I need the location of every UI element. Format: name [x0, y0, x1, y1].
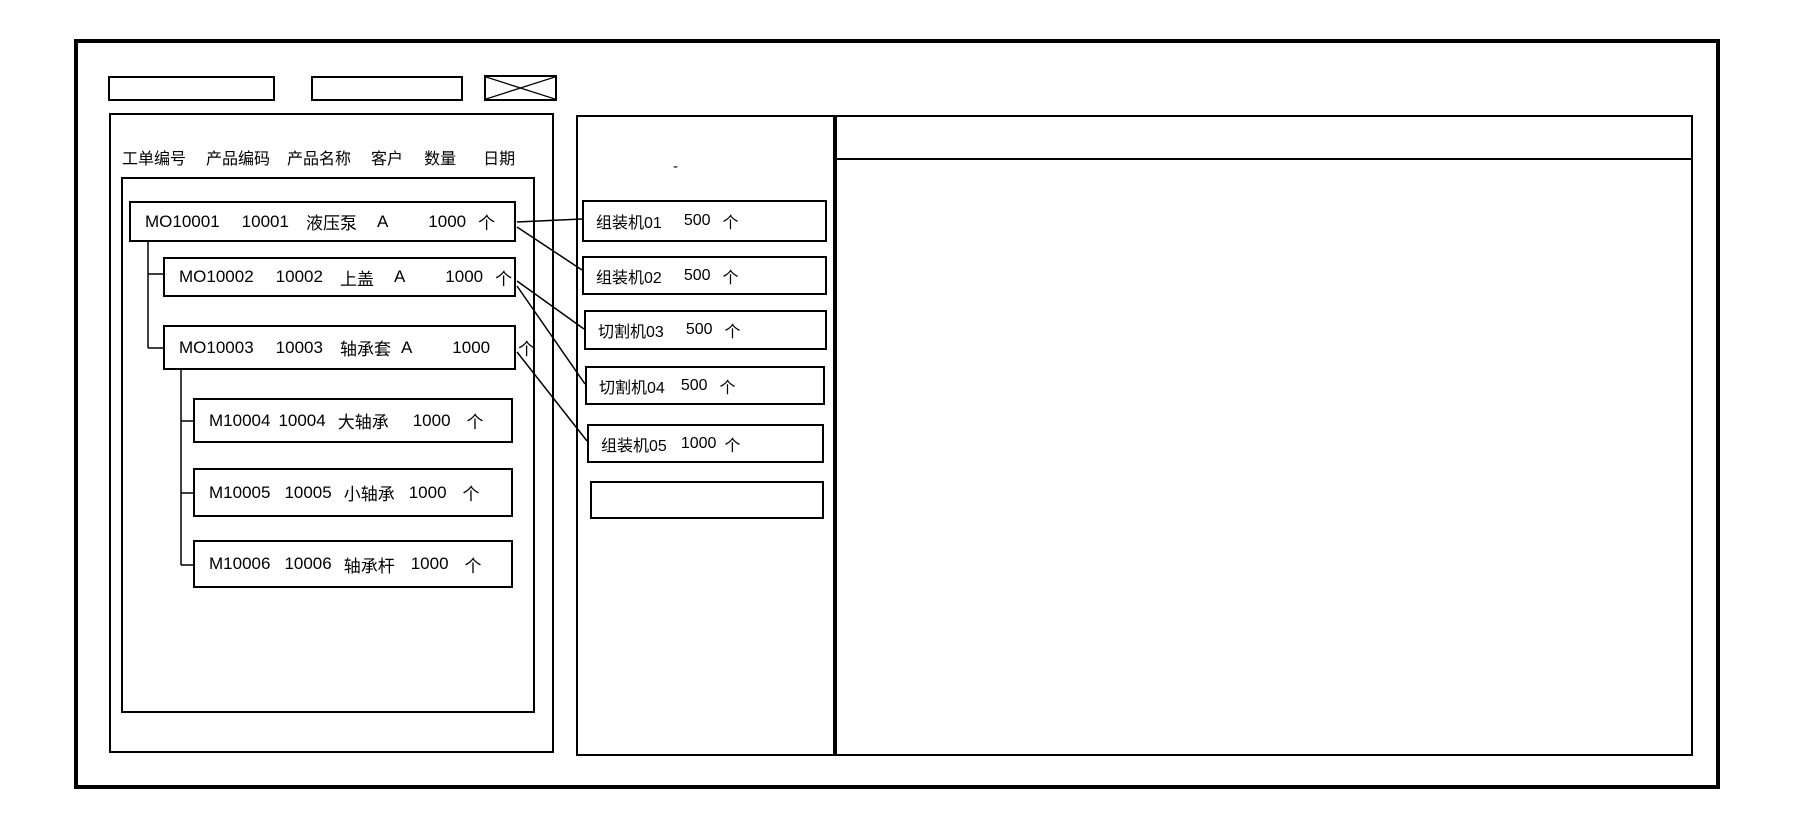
machine-unit-cell: 个 — [719, 379, 736, 397]
product-name-cell: 小轴承 — [343, 485, 395, 504]
machine-qty-cell: 500 — [683, 212, 711, 229]
machine-unit-cell: 个 — [724, 324, 741, 341]
machine-unit-cell: 个 — [724, 437, 741, 455]
customer-cell: A — [400, 337, 413, 357]
machine-name-cell: 组装机02 — [596, 269, 662, 287]
product-code-cell: 10004 — [278, 410, 326, 430]
machine-row-empty[interactable] — [590, 481, 824, 519]
work-order-row-M10006[interactable]: M10006 10006 轴承杆 1000 个 — [193, 540, 513, 588]
unit-cell: 个 — [466, 413, 484, 432]
unit-cell: 个 — [464, 556, 482, 576]
col-header-product-name: 产品名称 — [287, 151, 352, 168]
work-order-row-MO10002[interactable]: MO10002 10002 上盖 A 1000 个 — [163, 257, 516, 297]
machine-row-03[interactable]: 切割机03 500 个 — [584, 310, 827, 350]
customer-cell: A — [376, 211, 389, 231]
stray-dash-mark: - — [673, 158, 678, 175]
customer-cell: A — [393, 267, 406, 286]
col-header-date: 日期 — [483, 151, 516, 168]
work-order-row-M10004[interactable]: M10004 10004 大轴承 1000 个 — [193, 398, 513, 443]
machine-name-cell: 切割机04 — [599, 379, 665, 397]
quantity-cell: 1000 — [408, 482, 447, 502]
machine-row-05[interactable]: 组装机05 1000 个 — [587, 424, 824, 463]
work-order-tree-container — [121, 177, 535, 713]
order-id-cell: MO10001 — [145, 211, 220, 231]
column-header-row: 工单编号 产品编码 产品名称 客户 数量 日期 — [122, 147, 516, 168]
quantity-cell: 1000 — [452, 337, 491, 357]
input-field-2[interactable] — [311, 76, 463, 101]
machine-qty-cell: 1000 — [680, 434, 717, 452]
detail-panel-header-divider — [837, 158, 1691, 160]
quantity-cell: 1000 — [445, 267, 484, 286]
machine-qty-cell: 500 — [683, 266, 711, 284]
work-order-row-MO10003[interactable]: MO10003 10003 轴承套 A 1000 个 — [163, 325, 535, 370]
detail-panel-header — [837, 117, 1691, 160]
product-name-cell: 轴承杆 — [343, 556, 395, 576]
detail-panel — [835, 115, 1693, 756]
product-code-cell: 10003 — [275, 337, 323, 357]
machine-name-cell: 组装机05 — [601, 437, 667, 455]
order-id-cell: M10006 — [209, 554, 271, 573]
col-header-customer: 客户 — [371, 151, 404, 168]
col-header-quantity: 数量 — [424, 151, 457, 168]
order-id-cell: M10004 — [209, 410, 271, 430]
product-code-cell: 10006 — [284, 554, 332, 573]
machine-qty-cell: 500 — [680, 376, 708, 394]
order-id-cell: MO10003 — [179, 337, 254, 357]
work-order-row-M10005[interactable]: M10005 10005 小轴承 1000 个 — [193, 468, 513, 517]
product-name-cell: 液压泵 — [305, 214, 357, 233]
machine-unit-cell: 个 — [722, 269, 739, 287]
col-header-product-code: 产品编码 — [206, 151, 271, 168]
col-header-order-no: 工单编号 — [122, 151, 187, 168]
product-code-cell: 10005 — [284, 482, 332, 502]
machine-name-cell: 切割机03 — [598, 324, 664, 341]
input-field-1[interactable] — [108, 76, 275, 101]
machine-qty-cell: 500 — [685, 321, 713, 338]
quantity-cell: 1000 — [428, 211, 467, 231]
machine-row-04[interactable]: 切割机04 500 个 — [585, 366, 825, 405]
machine-unit-cell: 个 — [722, 215, 739, 232]
image-placeholder-button[interactable] — [484, 75, 557, 101]
product-code-cell: 10001 — [241, 211, 289, 231]
machine-name-cell: 组装机01 — [596, 215, 662, 232]
machine-row-01[interactable]: 组装机01 500 个 — [582, 200, 827, 242]
product-name-cell: 上盖 — [339, 269, 374, 289]
unit-cell: 个 — [518, 340, 536, 359]
product-code-cell: 10002 — [275, 267, 323, 286]
quantity-cell: 1000 — [412, 410, 451, 430]
quantity-cell: 1000 — [410, 554, 449, 573]
work-order-row-MO10001[interactable]: MO10001 10001 液压泵 A 1000 个 — [129, 201, 516, 242]
crossed-box-icon — [486, 77, 555, 99]
unit-cell: 个 — [462, 485, 480, 504]
unit-cell: 个 — [495, 269, 513, 289]
product-name-cell: 轴承套 — [339, 340, 391, 359]
machine-row-02[interactable]: 组装机02 500 个 — [582, 256, 827, 295]
unit-cell: 个 — [478, 214, 496, 233]
product-name-cell: 大轴承 — [337, 413, 389, 432]
order-id-cell: M10005 — [209, 482, 271, 502]
order-id-cell: MO10002 — [179, 267, 254, 286]
